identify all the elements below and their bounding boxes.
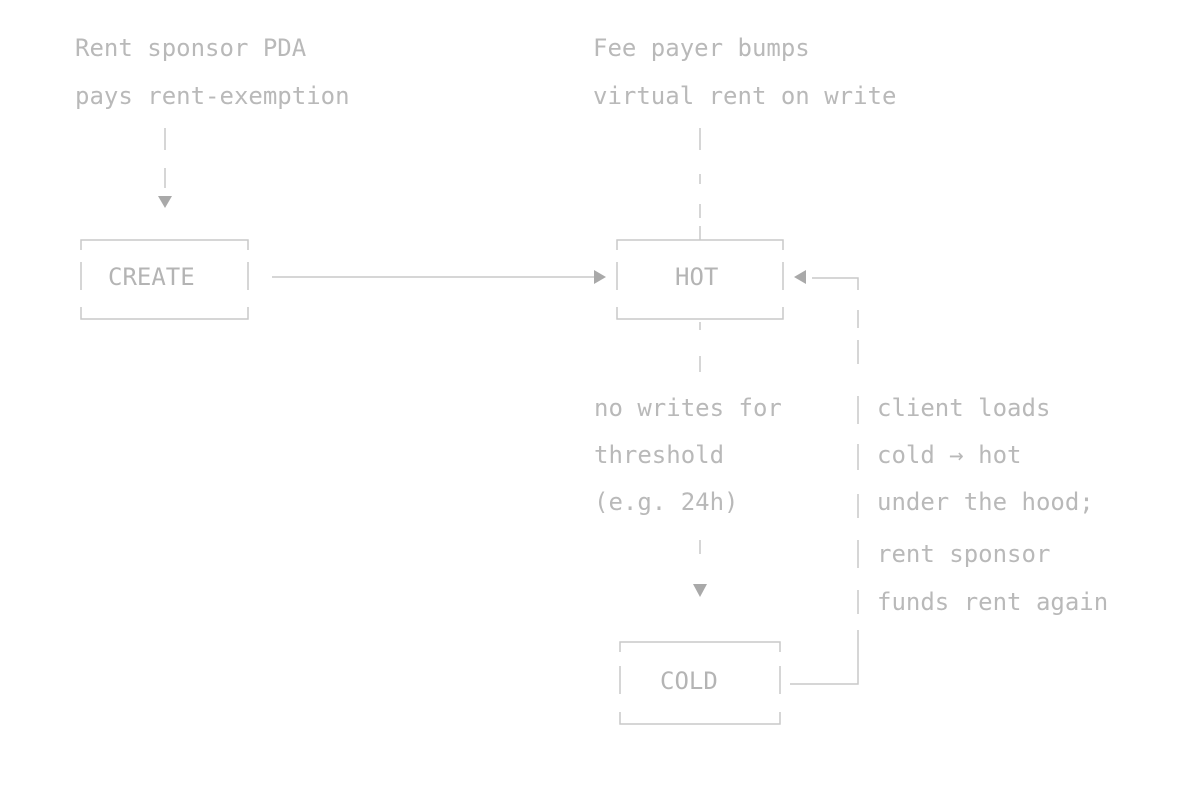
cold-box <box>619 641 781 725</box>
create-node-label: CREATE <box>108 263 195 291</box>
hot-note-line-2: virtual rent on write <box>593 82 897 110</box>
hot-note-line-1: Fee payer bumps <box>593 34 810 62</box>
cold-node-label: COLD <box>660 667 718 695</box>
create-note-line-1: Rent sponsor PDA <box>75 34 307 62</box>
reload-note-line-4: rent sponsor <box>877 540 1051 568</box>
cold-to-hot-line <box>790 277 859 685</box>
create-box <box>80 239 249 320</box>
cool-note-line-1: no writes for <box>594 394 782 422</box>
cool-note-line-2: threshold <box>594 441 725 469</box>
cool-note-line-3: (e.g. 24h) <box>594 488 739 516</box>
reload-note-line-5: funds rent again <box>877 588 1109 616</box>
hot-node-label: HOT <box>675 263 719 291</box>
reload-note-line-2: cold → hot <box>877 441 1022 469</box>
reload-note-line-3: under the hood; <box>877 488 1094 516</box>
hot-arrowhead-right <box>794 270 806 284</box>
cold-arrowhead <box>693 584 707 597</box>
create-note-line-2: pays rent-exemption <box>75 82 350 110</box>
hot-arrowhead-left <box>594 270 606 284</box>
reload-note-line-1: client loads <box>877 394 1051 422</box>
create-arrowhead <box>158 196 172 208</box>
